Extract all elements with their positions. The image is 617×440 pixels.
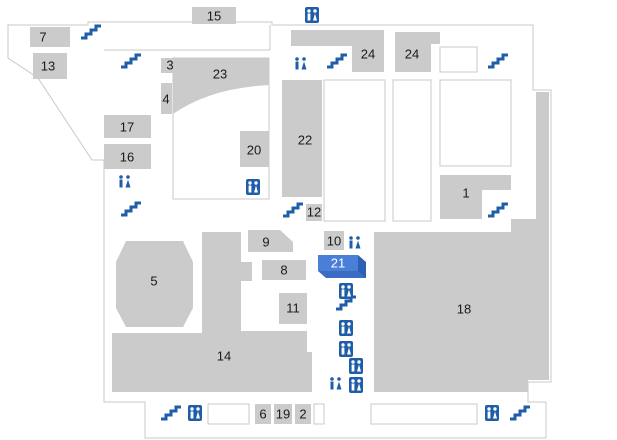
- small-box-top: [439, 46, 478, 73]
- room-8[interactable]: 8: [262, 260, 306, 280]
- restroom-icon: [349, 358, 363, 374]
- room-24-left[interactable]: 24: [291, 30, 384, 72]
- room-24-right[interactable]: 24: [395, 32, 440, 72]
- room-17[interactable]: 17: [104, 115, 151, 138]
- room-21-label: 21: [331, 256, 345, 271]
- room-5-label: 5: [150, 274, 157, 289]
- room-19-label: 19: [276, 407, 290, 422]
- room-2-label: 2: [299, 407, 306, 422]
- room-12-label: 12: [307, 205, 321, 220]
- bottom-box-left: [207, 403, 250, 425]
- corridor-block-1: [323, 79, 386, 222]
- bottom-box-mid: [313, 403, 325, 425]
- room-9[interactable]: 9: [248, 230, 293, 252]
- room-18-label: 18: [457, 302, 471, 317]
- room-24-left-label: 24: [361, 47, 375, 62]
- room-22-label: 22: [298, 133, 312, 148]
- room-8-label: 8: [280, 263, 287, 278]
- room-18[interactable]: 18: [374, 92, 549, 392]
- room-11[interactable]: 11: [279, 293, 307, 324]
- restroom-icon: [188, 405, 202, 421]
- bottom-box-right: [370, 403, 478, 425]
- room-10[interactable]: 10: [324, 231, 344, 250]
- room-14-label: 14: [217, 349, 231, 364]
- room-9-label: 9: [262, 235, 269, 250]
- room-1[interactable]: 1: [440, 175, 511, 219]
- room-20-label: 20: [247, 143, 261, 158]
- room-13[interactable]: 13: [33, 53, 67, 79]
- room-22[interactable]: 22: [282, 80, 322, 197]
- room-6-label: 6: [259, 407, 266, 422]
- restroom-icon: [246, 179, 260, 195]
- room-20[interactable]: 20: [240, 131, 269, 167]
- room-16-label: 16: [120, 150, 134, 165]
- room-19[interactable]: 19: [274, 404, 292, 424]
- corridor-block-2: [392, 79, 432, 222]
- room-24-right-label: 24: [405, 47, 419, 62]
- room-2[interactable]: 2: [295, 404, 311, 424]
- restroom-icon: [349, 377, 363, 393]
- restroom-icon: [339, 283, 353, 299]
- room-14[interactable]: 14: [112, 232, 312, 392]
- room-11-label: 11: [286, 301, 300, 316]
- corridor-block-3: [439, 79, 512, 167]
- room-7[interactable]: 7: [30, 27, 70, 47]
- room-16[interactable]: 16: [104, 144, 151, 169]
- room-17-label: 17: [120, 120, 134, 135]
- room-15[interactable]: 15: [192, 7, 236, 24]
- room-4-label: 4: [162, 92, 169, 107]
- room-10-label: 10: [327, 234, 341, 249]
- room-6[interactable]: 6: [255, 404, 271, 424]
- room-3-label: 3: [166, 58, 173, 73]
- restroom-icon: [339, 320, 353, 336]
- room-23-label: 23: [213, 67, 227, 82]
- restroom-icon: [339, 341, 353, 357]
- room-13-label: 13: [41, 59, 55, 74]
- room-23[interactable]: 23: [173, 58, 269, 114]
- restroom-icon: [485, 405, 499, 421]
- room-21[interactable]: 21: [318, 255, 366, 278]
- restroom-icon: [305, 7, 319, 23]
- room-1-label: 1: [462, 186, 469, 201]
- room-12[interactable]: 12: [306, 204, 322, 221]
- room-7-label: 7: [39, 30, 46, 45]
- room-5[interactable]: 5: [116, 241, 193, 327]
- room-15-label: 15: [207, 9, 221, 24]
- room-4[interactable]: 4: [161, 83, 172, 114]
